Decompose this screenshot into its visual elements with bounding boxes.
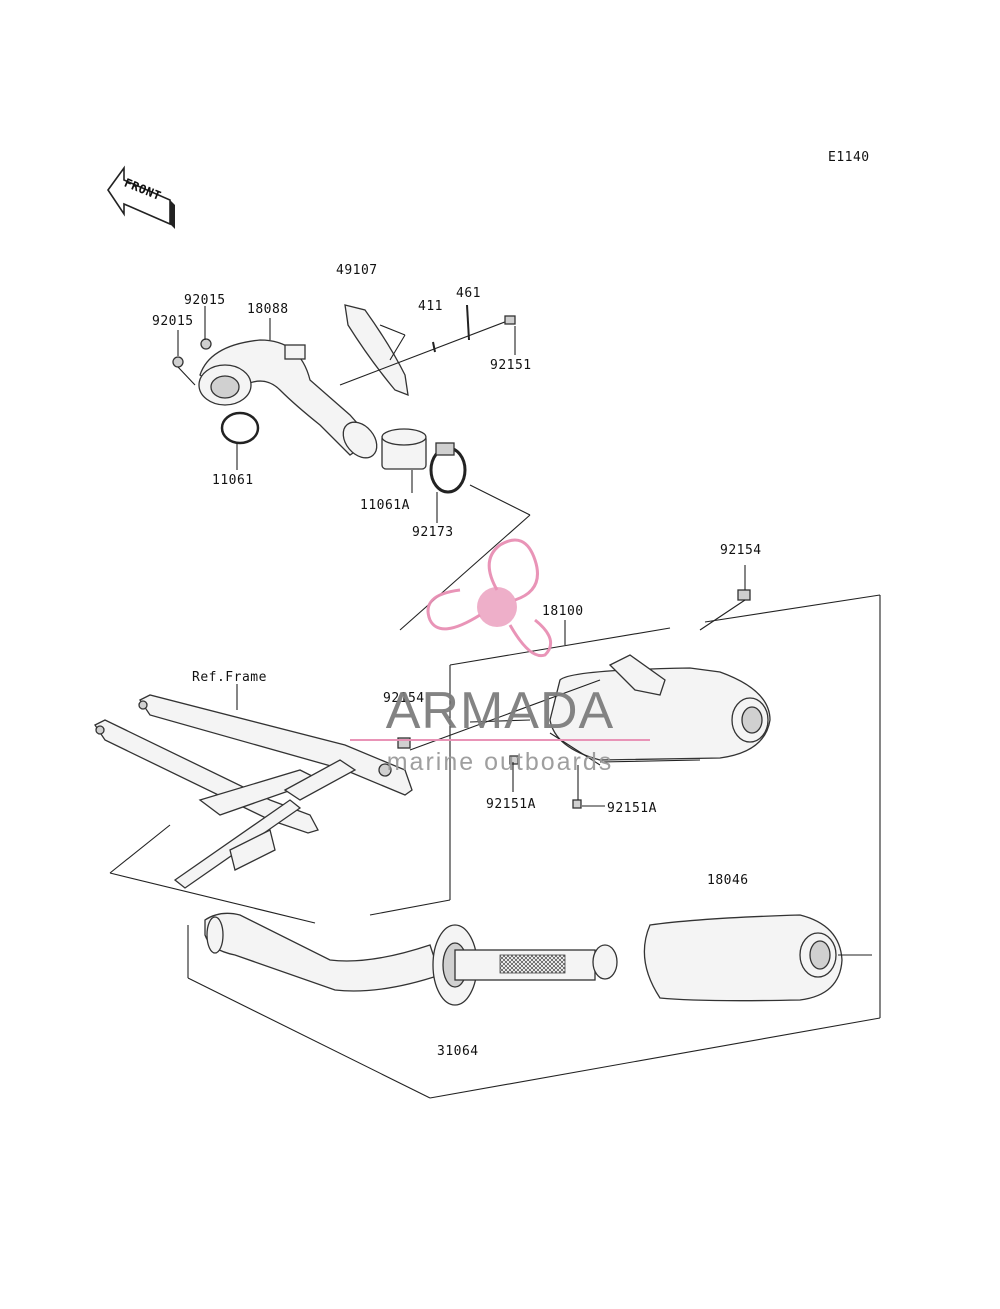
silencer-18100	[549, 654, 771, 761]
label-18100: 18100	[542, 604, 584, 619]
label-18046: 18046	[707, 873, 749, 888]
leader-lines-upper	[177, 306, 531, 631]
label-92154-a: 92154	[720, 543, 762, 558]
header-pipe-18088	[198, 339, 378, 459]
propeller-icon	[426, 538, 553, 658]
label-49107: 49107	[336, 263, 378, 278]
label-11061: 11061	[212, 473, 254, 488]
leader-lines-frame	[109, 684, 316, 924]
diagram-code: E1140	[828, 150, 870, 165]
nut-92015-b	[200, 338, 212, 350]
label-92151A-a: 92151A	[486, 797, 536, 812]
clamp-92173	[429, 442, 467, 494]
label-92154-b: 92154	[383, 691, 425, 706]
label-92015-a: 92015	[184, 293, 226, 308]
label-92173: 92173	[412, 525, 454, 540]
label-ref-frame: Ref.Frame	[192, 670, 267, 685]
label-11061A: 11061A	[360, 498, 410, 513]
muffler-pipe-31064	[204, 912, 618, 1006]
label-92151A-b: 92151A	[607, 801, 657, 816]
band-411-461	[339, 304, 511, 386]
front-arrow-icon: FRONT	[107, 165, 175, 229]
bolt-92154-b	[397, 737, 411, 749]
heat-guard-49107	[344, 304, 409, 397]
bolt-92154-a	[737, 589, 751, 601]
label-92015-b: 92015	[152, 314, 194, 329]
frame-reference	[94, 694, 413, 889]
gasket-11061	[220, 411, 260, 445]
watermark-logo: ARMADA marine outboards	[350, 538, 650, 776]
bolt-92151A-b	[572, 799, 582, 809]
label-18088: 18088	[247, 302, 289, 317]
label-461: 461	[456, 286, 481, 301]
leader-lines-silencer	[187, 565, 881, 1099]
label-411: 411	[418, 299, 443, 314]
connector-11061A	[381, 428, 427, 470]
label-92151: 92151	[490, 358, 532, 373]
nut-92015-a	[172, 356, 184, 368]
watermark-tagline: marine outboards	[387, 748, 614, 776]
label-31064: 31064	[437, 1044, 479, 1059]
watermark-brand: ARMADA	[386, 682, 614, 740]
bolt-92151	[504, 315, 516, 325]
muffler-body-18046	[643, 914, 872, 1002]
propeller-hub-icon	[477, 587, 517, 627]
bolt-92151A-a	[509, 755, 519, 765]
